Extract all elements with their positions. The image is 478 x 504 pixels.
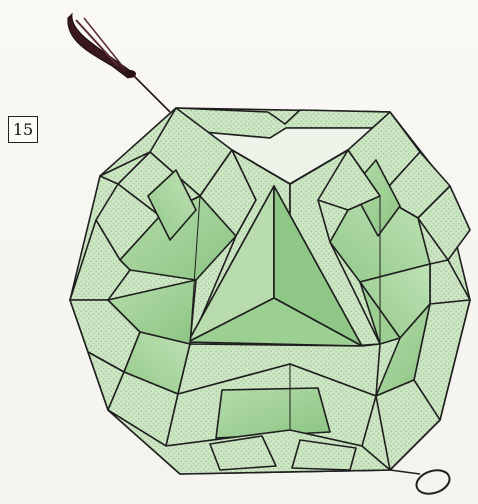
tassel-icon [68,14,170,112]
origami-ball [70,108,470,474]
loop-icon [390,466,453,497]
